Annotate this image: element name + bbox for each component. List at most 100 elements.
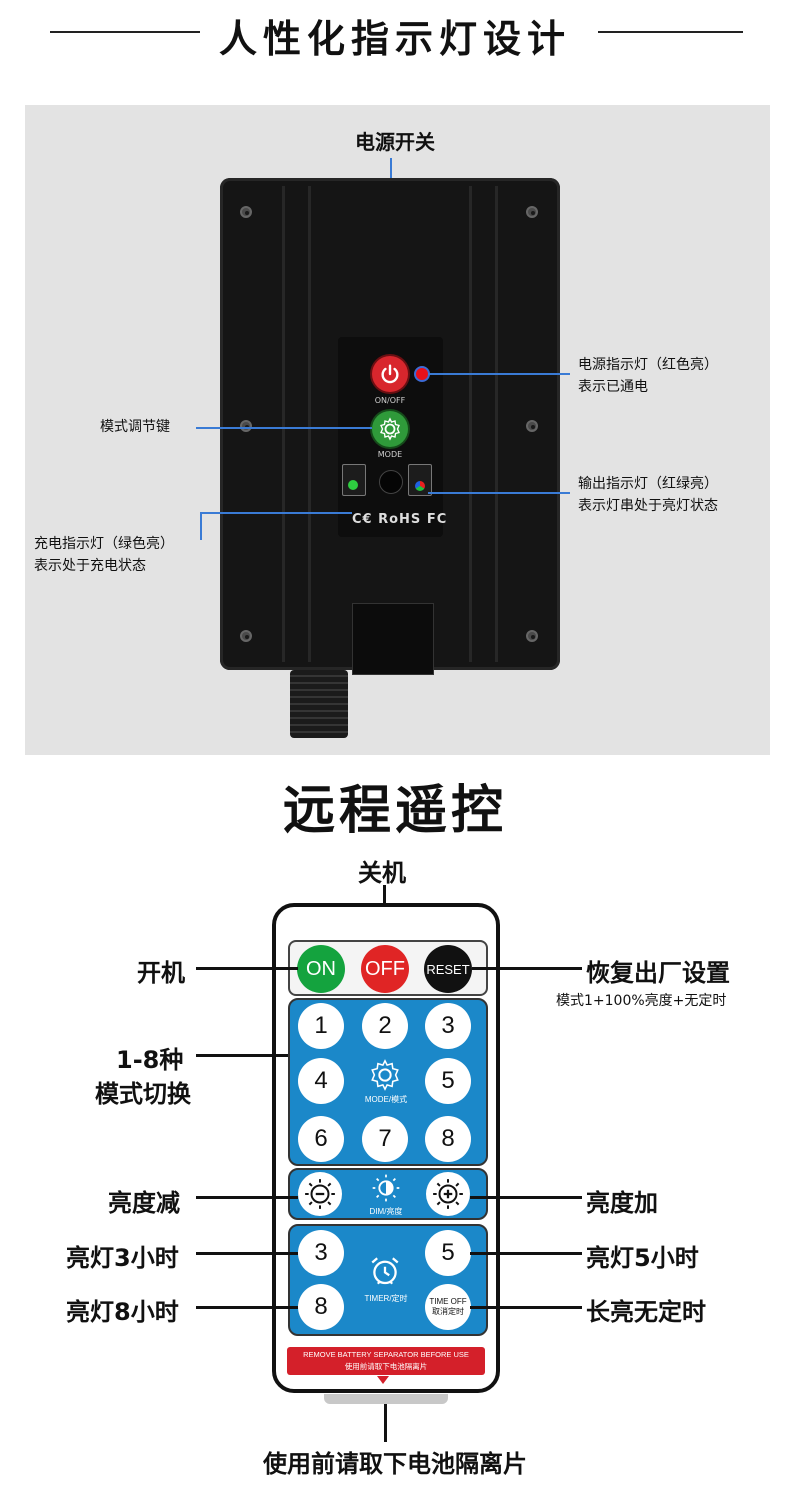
mode-button-1[interactable]: 1 [298,1003,344,1049]
page-title: 人性化指示灯设计 [218,17,571,61]
charge-indicator-callout: 充电指示灯（绿色亮） 表示处于充电状态 [34,533,174,577]
label-reset: 恢复出厂设置 [586,959,730,987]
device-rib [308,186,311,662]
output-indicator-panel [408,464,432,496]
leader-timer8 [196,1306,298,1309]
power-indicator-line2: 表示已通电 [578,379,648,395]
leader-timer-off [470,1306,582,1309]
timer-caption: TIMER/定时 [364,1294,408,1303]
brightness-up-icon [433,1179,463,1209]
output-led [415,481,425,491]
remote-title: 远程遥控 [282,781,507,841]
mode-button-3[interactable]: 3 [425,1003,471,1049]
leader-dim-down [196,1196,298,1199]
power-indicator-leader [428,373,570,375]
charge-indicator-panel [342,464,366,496]
screw-icon [240,206,252,218]
mode-button-8[interactable]: 8 [425,1116,471,1162]
dim-caption: DIM/亮度 [369,1207,403,1216]
charge-led [348,480,358,490]
on-button[interactable]: ON [297,945,345,993]
screw-icon [240,630,252,642]
power-indicator-line1: 电源指示灯（红色亮） [578,357,718,373]
device-rib [469,186,472,662]
leader-timer5 [470,1252,582,1255]
label-modes-line2: 模式切换 [95,1080,191,1108]
leader-dim-up [470,1196,582,1199]
label-dim-down: 亮度减 [108,1189,180,1217]
charge-indicator-line1: 充电指示灯（绿色亮） [34,536,174,552]
device-rib [282,186,285,662]
label-on: 开机 [137,959,185,987]
mode-button-6[interactable]: 6 [298,1116,344,1162]
mode-button[interactable] [372,411,408,447]
leader-battery [384,1404,387,1442]
charge-indicator-line2: 表示处于充电状态 [34,558,146,574]
device-slot [352,603,434,675]
mode-button-caption: MODE [377,450,403,459]
alarm-clock-icon [368,1254,402,1292]
battery-separator-tab[interactable] [324,1394,448,1404]
dim-half-icon [370,1172,402,1208]
label-timer8: 亮灯8小时 [66,1298,179,1326]
label-reset-note: 模式1+100%亮度+无定时 [556,993,727,1009]
label-battery: 使用前请取下电池隔离片 [263,1450,527,1478]
output-indicator-line1: 输出指示灯（红绿亮） [578,476,718,492]
mode-key-leader [196,427,372,429]
power-icon [381,364,399,384]
mode-button-2[interactable]: 2 [362,1003,408,1049]
warning-line1: REMOVE BATTERY SEPARATOR BEFORE USE [303,1350,469,1359]
timer-off-line1: TIME OFF [429,1297,467,1306]
mode-button-5[interactable]: 5 [425,1058,471,1104]
arrow-down-icon [377,1376,389,1384]
output-indicator-callout: 输出指示灯（红绿亮） 表示灯串处于亮灯状态 [578,473,718,517]
mode-gear-icon [368,1058,402,1096]
title-rule-right [598,31,743,33]
label-dim-up: 亮度加 [586,1189,658,1217]
off-button[interactable]: OFF [361,945,409,993]
output-indicator-line2: 表示灯串处于亮灯状态 [578,498,718,514]
power-indicator-callout: 电源指示灯（红色亮） 表示已通电 [578,354,718,398]
label-timer5: 亮灯5小时 [586,1244,699,1272]
brightness-down-button[interactable] [298,1172,342,1216]
screw-icon [526,206,538,218]
leader-timer3 [196,1252,298,1255]
leader-modes [196,1054,288,1057]
timer-off-button[interactable]: TIME OFF 取消定时 [425,1284,471,1330]
leader-on [196,967,298,970]
charge-indicator-leader [200,512,352,514]
timer-off-line2: 取消定时 [431,1307,464,1316]
power-switch-label: 电源开关 [355,130,435,154]
reset-button[interactable]: RESET [424,945,472,993]
certification-marks: C€ RoHS FC [352,512,448,527]
brightness-down-icon [305,1179,335,1209]
timer-5h-button[interactable]: 5 [425,1230,471,1276]
power-button-caption: ON/OFF [374,396,406,405]
brightness-up-button[interactable] [426,1172,470,1216]
gear-icon [380,417,400,441]
mode-button-7[interactable]: 7 [362,1116,408,1162]
mode-button-4[interactable]: 4 [298,1058,344,1104]
timer-3h-button[interactable]: 3 [298,1230,344,1276]
label-timer-off: 长亮无定时 [586,1298,706,1326]
cable-connector [290,670,348,738]
leader-reset [472,967,582,970]
power-indicator-led [416,368,428,380]
output-indicator-leader [428,492,570,494]
timer-8h-button[interactable]: 8 [298,1284,344,1330]
header-bar [0,0,790,105]
screw-icon [526,420,538,432]
device-rib [495,186,498,662]
label-timer3: 亮灯3小时 [66,1244,179,1272]
screw-icon [240,420,252,432]
battery-warning-strip: REMOVE BATTERY SEPARATOR BEFORE USE 使用前请… [287,1347,485,1375]
screw-icon [526,630,538,642]
power-button[interactable] [372,356,408,392]
mode-caption: MODE/模式 [364,1095,408,1104]
label-modes-line1: 1-8种 [116,1046,184,1074]
title-rule-left [50,31,200,33]
ir-sensor [379,470,403,494]
warning-line2: 使用前请取下电池隔离片 [344,1362,428,1371]
charge-indicator-leader-v [200,512,202,540]
label-off: 关机 [358,859,406,887]
